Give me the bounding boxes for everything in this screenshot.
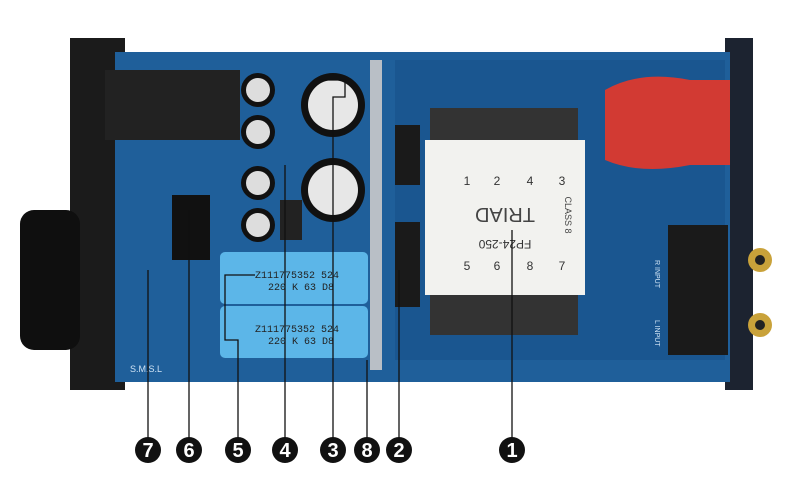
pin-label: 6 [494, 259, 501, 273]
callout-4: 4 [272, 437, 298, 463]
callout-7: 7 [135, 437, 161, 463]
brand-logo: S.M.S.L [130, 364, 162, 374]
callout-3: 3 [320, 437, 346, 463]
pin-label: 4 [527, 174, 534, 188]
svg-text:7: 7 [142, 440, 153, 462]
transformer: 1 2 4 3 TRIAD FP24-250 CLASS 8 5 6 8 7 [425, 108, 585, 335]
film-capacitor-2: Z111775352 524 220 K 63 D8 [220, 306, 368, 358]
transformer-maker: TRIAD [475, 203, 535, 225]
svg-text:6: 6 [183, 440, 194, 462]
svg-text:3: 3 [327, 440, 338, 462]
film-cap-code: Z111775352 524 [255, 325, 339, 336]
svg-text:8: 8 [361, 440, 372, 462]
svg-text:2: 2 [393, 440, 404, 462]
pin-label: 7 [559, 259, 566, 273]
svg-text:4: 4 [279, 440, 291, 462]
pin-label: 3 [559, 174, 566, 188]
film-cap-rating: 220 K 63 D8 [268, 337, 334, 348]
callout-5: 5 [225, 437, 251, 463]
headphone-jacks [105, 70, 240, 140]
pin-label: 1 [464, 174, 471, 188]
film-cap-rating: 220 K 63 D8 [268, 283, 334, 294]
pin-label: 2 [494, 174, 501, 188]
svg-text:5: 5 [232, 440, 243, 462]
regulator [280, 200, 302, 240]
shield-plate [370, 60, 382, 370]
film-capacitor-1: Z111775352 524 220 K 63 D8 [220, 252, 368, 304]
rca-inputs: R INPUT L INPUT [653, 225, 772, 355]
transformer-class: CLASS 8 [563, 196, 573, 233]
callout-8: 8 [354, 437, 380, 463]
rectifier-1 [395, 125, 420, 185]
pin-label: 5 [464, 259, 471, 273]
l-input-label: L INPUT [653, 320, 660, 347]
callout-lines [147, 79, 513, 440]
callout-1: 1 [499, 437, 525, 463]
transformer-model: FP24-250 [478, 237, 531, 251]
film-cap-code: Z111775352 524 [255, 271, 339, 282]
svg-text:1: 1 [506, 440, 517, 462]
volume-knob [20, 210, 80, 350]
power-socket [605, 76, 730, 169]
pin-label: 8 [527, 259, 534, 273]
op-amp-ic [172, 195, 210, 260]
callout-2: 2 [386, 437, 412, 463]
callout-6: 6 [176, 437, 202, 463]
r-input-label: R INPUT [653, 260, 660, 289]
